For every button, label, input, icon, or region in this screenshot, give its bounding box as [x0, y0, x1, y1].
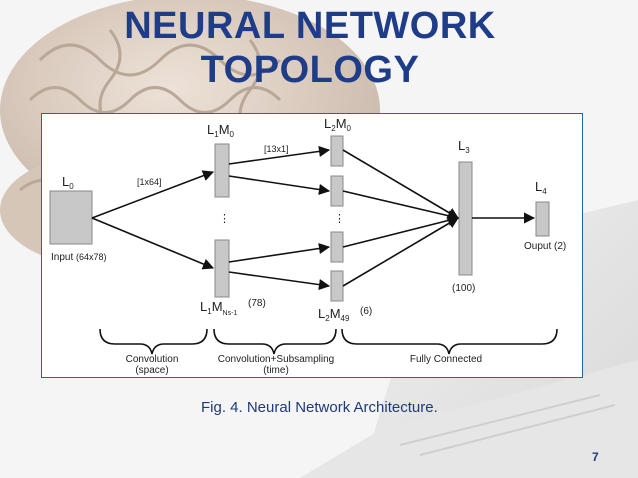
figure-caption: Fig. 4. Neural Network Architecture. [201, 399, 438, 416]
group-label-convolution: Convolution [126, 354, 179, 365]
layer2-map-1 [330, 135, 344, 167]
layer2-bottom-label: L2M49 [318, 306, 350, 323]
layer3-label: L3 [458, 138, 470, 155]
page-number: 7 [592, 450, 599, 464]
connection-l1-l2-1 [228, 145, 331, 165]
layer2-map-2 [330, 175, 344, 207]
connection-l2-l3-1 [342, 149, 459, 219]
input-layer-label: Input (64x78) [51, 252, 107, 263]
output-layer-box [535, 201, 550, 237]
layer1-top-label: L1M0 [207, 122, 235, 139]
slide-title-line1: NEURAL NETWORK [124, 5, 496, 47]
layer1-bottom-label: L1MNs-1 [200, 299, 237, 317]
layer2-count: (6) [360, 306, 372, 317]
connection-input-l1-bottom [91, 217, 215, 270]
brace-fully-connected [341, 328, 558, 355]
output-layer-label: Ouput (2) [524, 241, 566, 252]
connection-l2-l3-2 [342, 190, 460, 222]
connection-l2-l3-3 [342, 215, 460, 248]
connection-input-l1-top [91, 170, 215, 219]
group-label-subsampling: Convolution+Subsampling [218, 354, 334, 365]
layer2-map-4 [330, 270, 344, 302]
neural-network-diagram: L0 Input (64x78) [1x64] L1M0 ⋮ L1MNs-1 (… [49, 116, 566, 376]
connection-l1-l2-4 [228, 271, 331, 291]
layer4-label: L4 [535, 179, 547, 196]
layer2-map-3 [330, 231, 344, 263]
group-label-subsampling-sub: (time) [263, 365, 289, 376]
layer2-ellipsis: ⋮ [334, 213, 345, 225]
group-label-fully-connected: Fully Connected [410, 354, 482, 365]
layer1-ellipsis: ⋮ [219, 213, 230, 225]
kernel-label-conv1: [1x64] [137, 177, 162, 187]
slide-title: NEURAL NETWORK TOPOLOGY [100, 4, 520, 92]
connection-l1-l2-3 [228, 242, 331, 263]
group-label-convolution-sub: (space) [135, 365, 168, 376]
layer1-map-top [214, 143, 230, 198]
slide-title-line2: TOPOLOGY [200, 49, 420, 91]
brace-subsampling [213, 328, 337, 355]
kernel-label-conv2: [13x1] [264, 144, 289, 154]
layer2-top-label: L2M0 [324, 116, 352, 133]
input-layer-name: L0 [62, 174, 74, 191]
layer3-box [458, 161, 473, 276]
input-layer-box [49, 190, 93, 245]
brace-convolution [99, 328, 208, 355]
layer1-count: (78) [248, 298, 266, 309]
layer3-count: (100) [452, 283, 475, 294]
connection-l1-l2-2 [228, 175, 331, 196]
layer1-map-bottom [214, 239, 230, 298]
diagram-panel: L0 Input (64x78) [1x64] L1M0 ⋮ L1MNs-1 (… [41, 113, 583, 378]
connection-l2-l3-4 [342, 217, 459, 287]
